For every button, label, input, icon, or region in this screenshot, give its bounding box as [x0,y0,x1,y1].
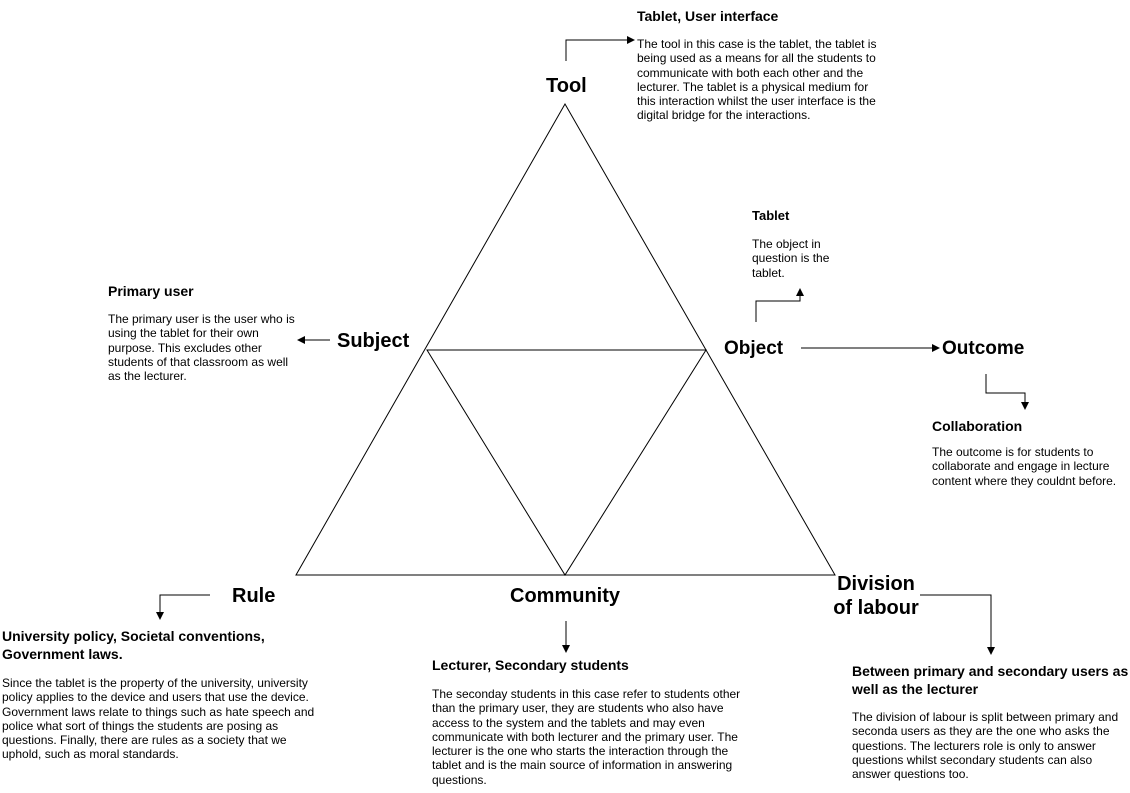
object-note-title: Tablet [752,208,790,223]
rule-note-arrow [156,594,210,620]
community-note-title: Lecturer, Secondary students [432,657,629,673]
node-outcome: Outcome [942,338,1025,359]
division-note-title: Between primary and secondary users as w… [852,663,1129,697]
subject-note-text: The primary user is the user who is usin… [108,312,295,384]
community-note-text: The seconday students in this case refer… [432,687,741,787]
node-subject: Subject [337,330,410,352]
subject-note-title: Primary user [108,283,194,299]
object-note-arrow [755,288,804,322]
division-note-text: The division of labour is split between … [852,710,1119,782]
tool-note-text: The tool in this case is the tablet, the… [637,37,877,123]
division-note-arrow [920,594,995,655]
node-community: Community [510,585,620,607]
node-object: Object [724,338,784,359]
node-rule: Rule [232,585,276,607]
tool-note-arrow [565,36,635,61]
rule-note-text: Since the tablet is the property of the … [2,676,315,762]
outcome-note-arrow [985,374,1029,410]
node-tool: Tool [546,75,587,97]
tool-note-title: Tablet, User interface [637,8,779,24]
rule-note-title: University policy, Societal conventions,… [2,628,265,662]
object-note-text: The object in question is the tablet. [752,237,830,280]
inner-triangle [426,349,707,576]
node-division-of-labour: Division of labour [833,573,919,619]
outcome-note-title: Collaboration [932,418,1023,434]
outcome-note-text: The outcome is for students to collabora… [932,445,1117,488]
